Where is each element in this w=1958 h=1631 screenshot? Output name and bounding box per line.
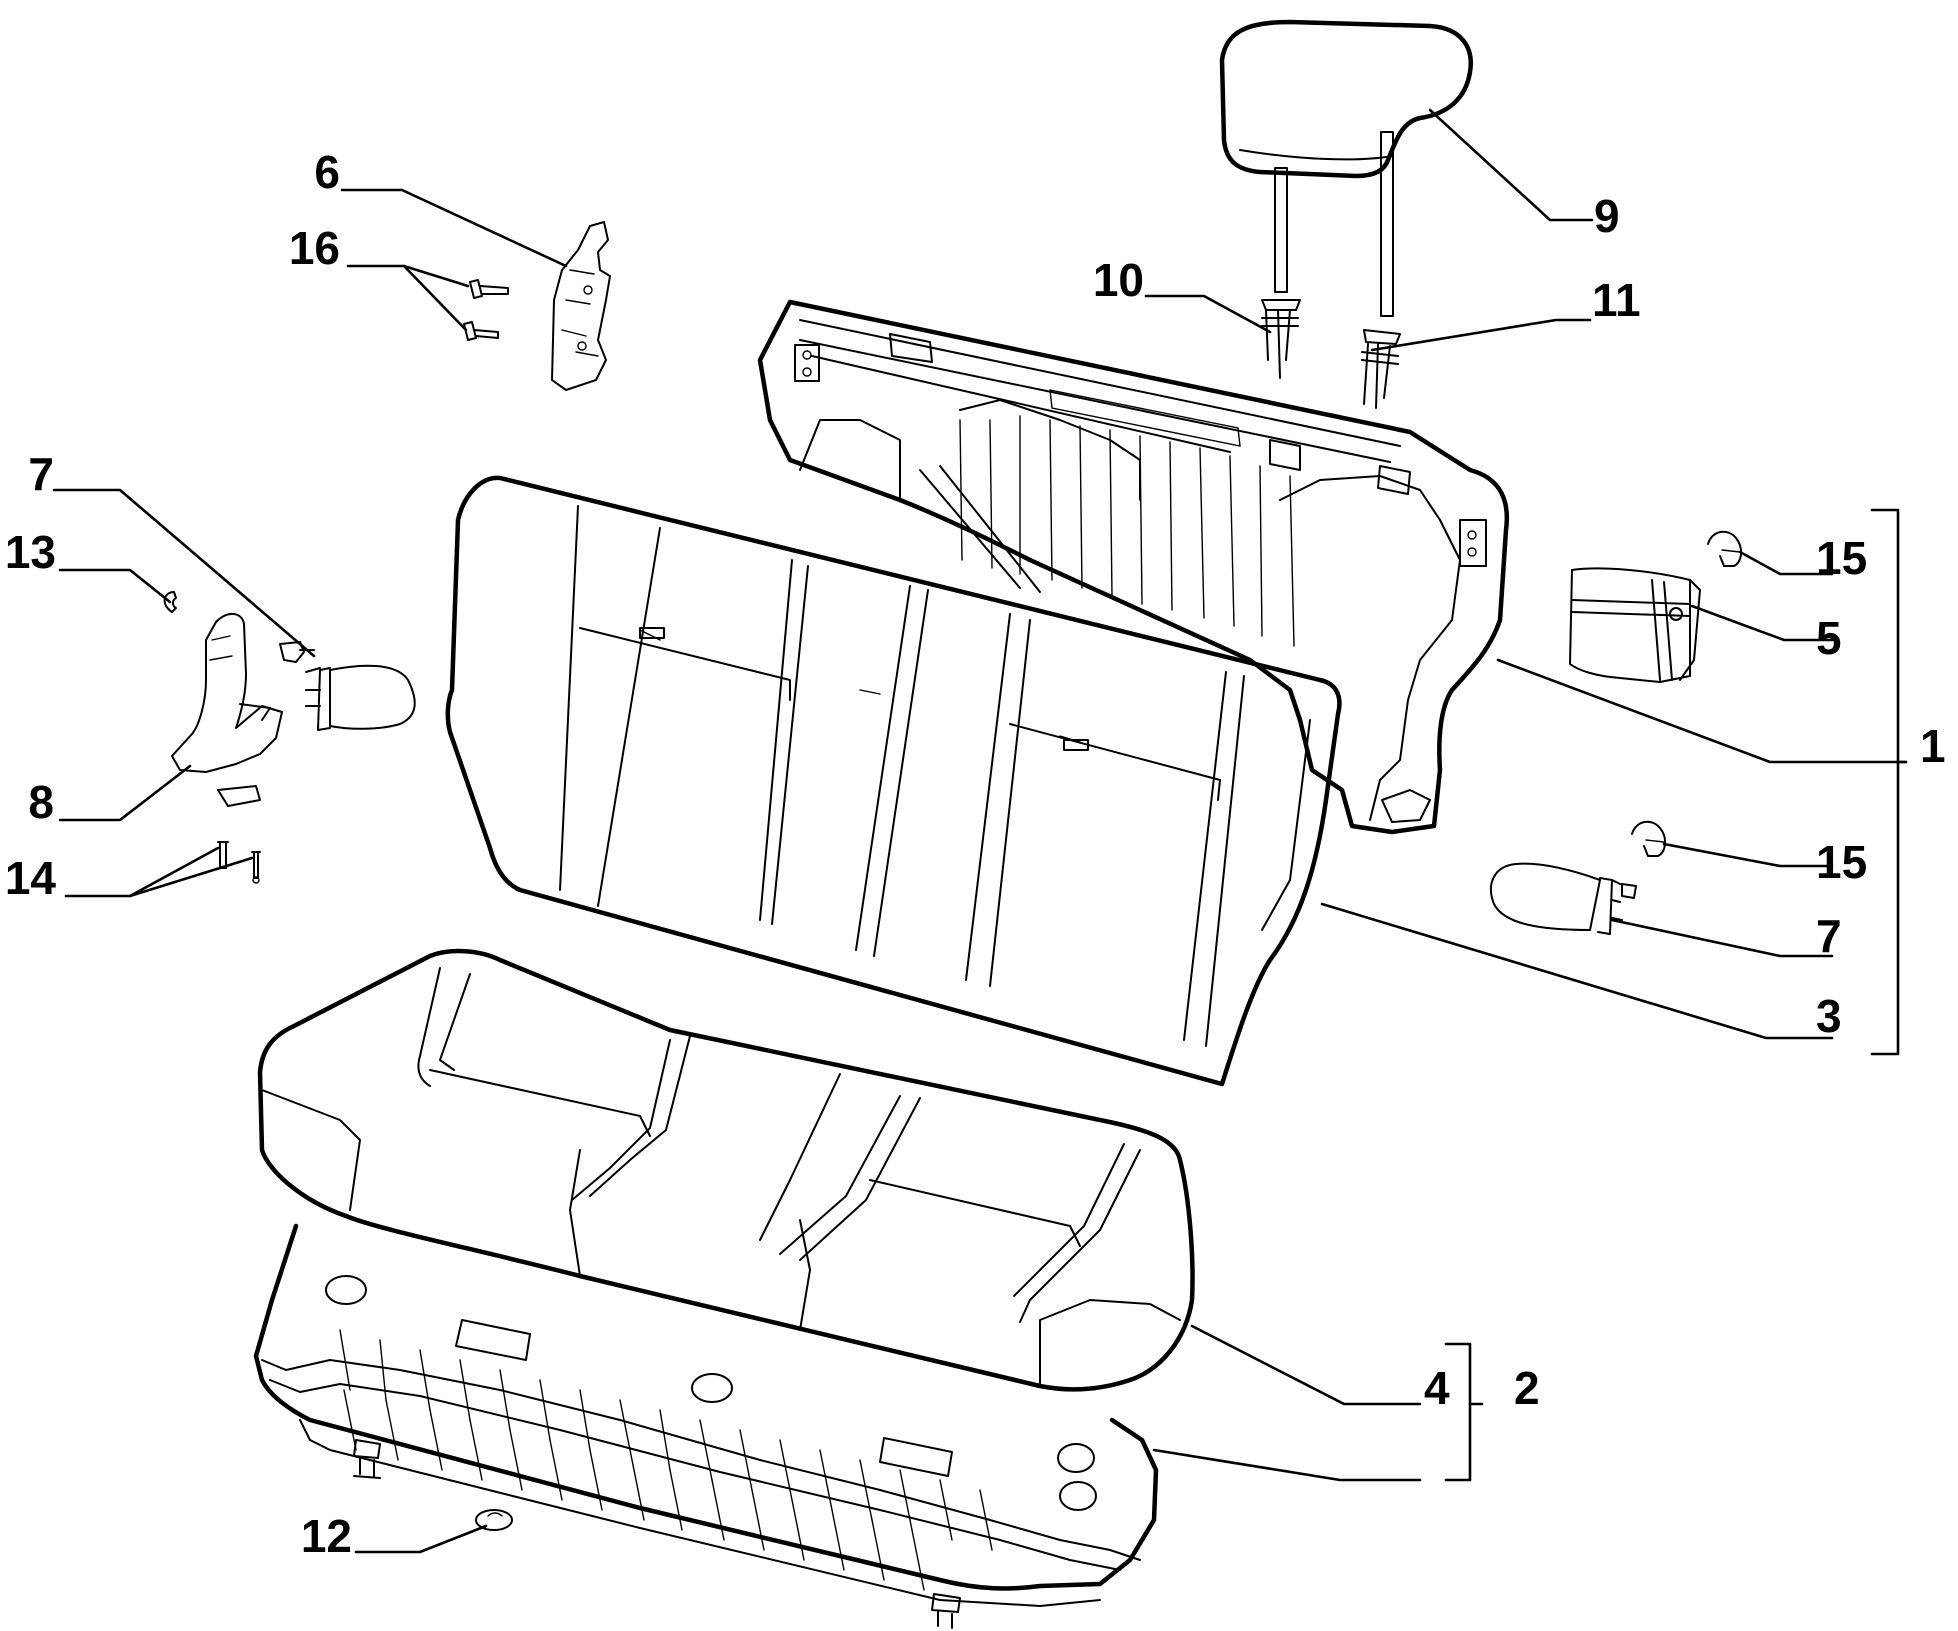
latch-cover[interactable] xyxy=(1569,567,1701,683)
push-clip-lower[interactable] xyxy=(1631,820,1666,857)
leader-2-base xyxy=(1152,1448,1422,1482)
label-1: 1 xyxy=(1920,720,1946,772)
trim-cover-right[interactable] xyxy=(1489,862,1637,935)
leader-7a xyxy=(52,488,316,658)
cap-plug[interactable] xyxy=(475,1509,513,1531)
leader-3 xyxy=(1320,902,1834,1040)
pin-right[interactable] xyxy=(251,851,261,884)
backrest-cushion[interactable] xyxy=(445,475,1342,1087)
label-14: 14 xyxy=(5,852,57,904)
label-9: 9 xyxy=(1594,190,1620,242)
label-16: 16 xyxy=(289,222,340,274)
label-6: 6 xyxy=(314,146,340,198)
leader-lines xyxy=(52,108,1908,1554)
pin-left[interactable] xyxy=(217,841,229,869)
leader-13 xyxy=(58,568,172,604)
label-5: 5 xyxy=(1816,612,1842,664)
push-clip-upper[interactable] xyxy=(1707,530,1742,567)
leader-15b xyxy=(1662,842,1834,868)
label-10: 10 xyxy=(1093,254,1144,306)
label-4: 4 xyxy=(1424,1362,1450,1414)
leader-5 xyxy=(1690,604,1834,642)
trim-cover-left[interactable] xyxy=(279,641,416,731)
bracket-1 xyxy=(1870,508,1900,1056)
leader-6 xyxy=(340,188,568,268)
hinge-bracket[interactable] xyxy=(551,221,611,391)
label-11: 11 xyxy=(1592,274,1641,326)
headrest[interactable] xyxy=(1219,19,1473,317)
bolt-upper[interactable] xyxy=(469,279,509,299)
label-15-upper: 15 xyxy=(1816,532,1867,584)
leader-10 xyxy=(1144,294,1272,334)
label-3: 3 xyxy=(1816,990,1842,1042)
leader-14b xyxy=(128,856,254,898)
backrest-frame[interactable] xyxy=(757,299,1510,835)
retaining-clip[interactable] xyxy=(163,591,177,613)
leader-12 xyxy=(354,1524,488,1554)
leader-7b xyxy=(1610,918,1834,958)
leader-16b xyxy=(402,264,468,332)
part-labels: 6 16 7 13 8 14 9 10 11 15 5 1 15 7 3 4 2… xyxy=(5,146,1946,1562)
leader-1 xyxy=(1496,658,1908,764)
leader-14a xyxy=(64,846,220,898)
leader-9 xyxy=(1428,108,1594,222)
label-13: 13 xyxy=(5,526,56,578)
leader-4 xyxy=(1190,1324,1422,1406)
headrest-guide-left[interactable] xyxy=(1261,299,1301,379)
side-bracket[interactable] xyxy=(171,613,283,807)
bracket-2 xyxy=(1444,1342,1472,1482)
leader-11 xyxy=(1370,318,1592,352)
leader-8 xyxy=(58,764,192,822)
label-15-lower: 15 xyxy=(1816,836,1867,888)
leader-15a xyxy=(1738,550,1834,576)
seat-cushion[interactable] xyxy=(257,948,1195,1392)
label-7-right: 7 xyxy=(1816,910,1842,962)
label-2: 2 xyxy=(1514,1362,1540,1414)
label-7-left: 7 xyxy=(28,448,54,500)
seat-base-pan[interactable] xyxy=(253,1223,1159,1629)
bolt-lower[interactable] xyxy=(463,321,499,341)
label-12: 12 xyxy=(301,1510,352,1562)
headrest-guide-right[interactable] xyxy=(1361,329,1401,409)
label-8: 8 xyxy=(28,776,54,828)
